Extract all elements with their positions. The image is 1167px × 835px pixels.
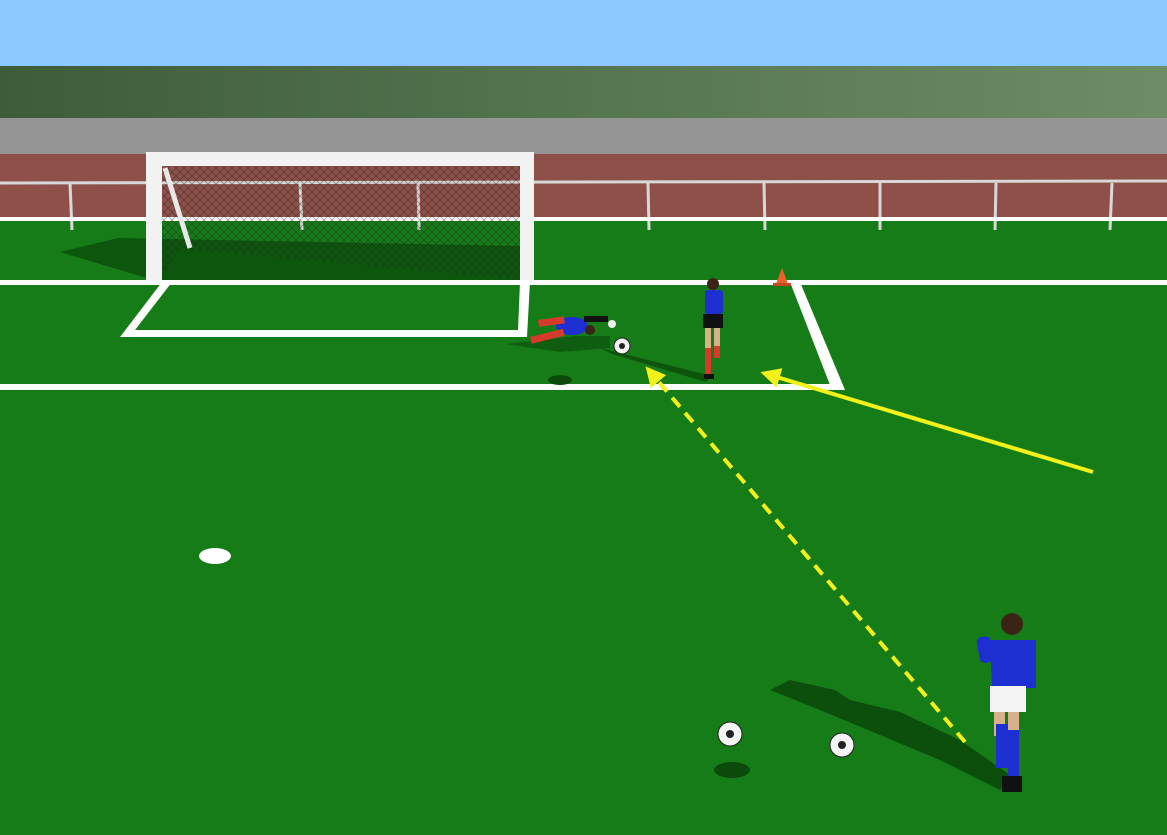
goal-line bbox=[0, 280, 1167, 285]
ball-near-keeper bbox=[614, 338, 630, 354]
sky bbox=[0, 0, 1167, 66]
ball-right bbox=[830, 733, 854, 757]
penalty-spot bbox=[199, 548, 231, 564]
stand-wall bbox=[0, 118, 1167, 154]
pitch bbox=[0, 218, 1167, 835]
hedge bbox=[0, 66, 1167, 118]
penalty-box-front-line bbox=[0, 384, 842, 390]
